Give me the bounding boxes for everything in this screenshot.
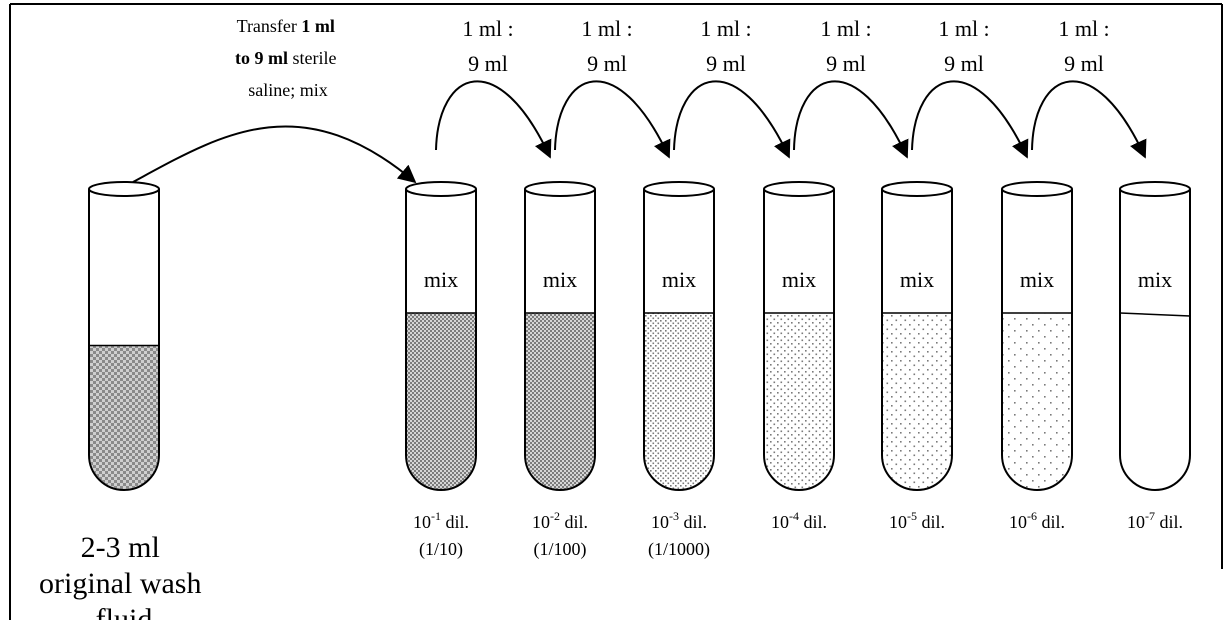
ratio-label-line1: 1 ml : (581, 16, 632, 41)
tube-liquid (765, 313, 833, 489)
tube-liquid (1121, 313, 1189, 489)
tube-level-line (1119, 312, 1191, 317)
dilution-label: 10-3 dil. (651, 509, 707, 532)
dilution-tube: mix 10-7 dil. (1119, 181, 1191, 532)
tube-rim (1119, 181, 1191, 197)
mix-label: mix (424, 267, 458, 292)
tube-liquid (407, 313, 475, 489)
ratio-label-line1: 1 ml : (820, 16, 871, 41)
ratio-arrow (793, 80, 909, 159)
dilution-tube: mix 10-5 dil. (881, 181, 953, 532)
ratio-label-line1: 1 ml : (938, 16, 989, 41)
dilution-tube: mix 10-2 dil. (1/100) (524, 181, 596, 560)
tube-outline (643, 189, 715, 491)
ratio-label-line2: 9 ml (468, 51, 508, 76)
ratio-label-line2: 9 ml (944, 51, 984, 76)
tube-outline (405, 189, 477, 491)
tube-outline (1001, 189, 1073, 491)
tube-outline (881, 189, 953, 491)
ratio-label-line1: 1 ml : (1058, 16, 1109, 41)
dilution-tube: mix 10-3 dil. (1/1000) (643, 181, 715, 560)
transfer-note: Transfer 1 ml to 9 ml sterile saline; mi… (235, 16, 341, 100)
tube-liquid (526, 313, 594, 489)
ratio-label-line2: 9 ml (1064, 51, 1104, 76)
tube-rim (405, 181, 477, 197)
ratio-arrows (435, 80, 1147, 159)
tube-liquid (645, 313, 713, 489)
tube-outline (763, 189, 835, 491)
dilution-label: 10-1 dil. (413, 509, 469, 532)
mix-label: mix (1138, 267, 1172, 292)
mix-label: mix (543, 267, 577, 292)
initial-transfer-arrow (132, 125, 417, 184)
ratio-label-line1: 1 ml : (462, 16, 513, 41)
ratio-arrow (911, 80, 1029, 159)
dilution-label: 10-2 dil. (532, 509, 588, 532)
dilution-fraction: (1/100) (534, 539, 587, 560)
tube-rim (881, 181, 953, 197)
tube-rim (524, 181, 596, 197)
mix-label: mix (1020, 267, 1054, 292)
mix-label: mix (662, 267, 696, 292)
ratio-arrow (673, 80, 791, 159)
dilution-label: 10-7 dil. (1127, 509, 1183, 532)
tube-outline (1119, 189, 1191, 491)
dilution-tube: mix 10-4 dil. (763, 181, 835, 532)
dilution-fraction: (1/10) (419, 539, 463, 560)
dilution-fraction: (1/1000) (648, 539, 710, 560)
tube-rim (643, 181, 715, 197)
ratio-labels: 1 ml : 9 ml 1 ml : 9 ml 1 ml : 9 ml 1 ml : 9 ml… (462, 16, 1109, 76)
dilution-tube: mix 10-6 dil. (1001, 181, 1073, 532)
ratio-arrow (1031, 80, 1147, 159)
tube-rim (1001, 181, 1073, 197)
dilution-label: 10-6 dil. (1009, 509, 1065, 532)
tube-rim (763, 181, 835, 197)
dilution-tube: mix 10-1 dil. (1/10) (405, 181, 477, 560)
mix-label: mix (900, 267, 934, 292)
ratio-arrow (554, 80, 671, 159)
original-tube-outline (88, 189, 160, 491)
ratio-label-line1: 1 ml : (700, 16, 751, 41)
original-tube-caption: 2-3 ml original wash fluid (39, 531, 209, 620)
tube-liquid (1003, 313, 1071, 489)
dilution-label: 10-5 dil. (889, 509, 945, 532)
ratio-label-line2: 9 ml (826, 51, 866, 76)
original-tube (88, 181, 160, 491)
dilution-label: 10-4 dil. (771, 509, 827, 532)
tube-liquid (883, 313, 951, 489)
ratio-label-line2: 9 ml (587, 51, 627, 76)
mix-label: mix (782, 267, 816, 292)
original-tube-rim (88, 181, 160, 197)
tube-outline (524, 189, 596, 491)
original-tube-liquid (90, 345, 158, 489)
ratio-label-line2: 9 ml (706, 51, 746, 76)
ratio-arrow (435, 80, 552, 159)
